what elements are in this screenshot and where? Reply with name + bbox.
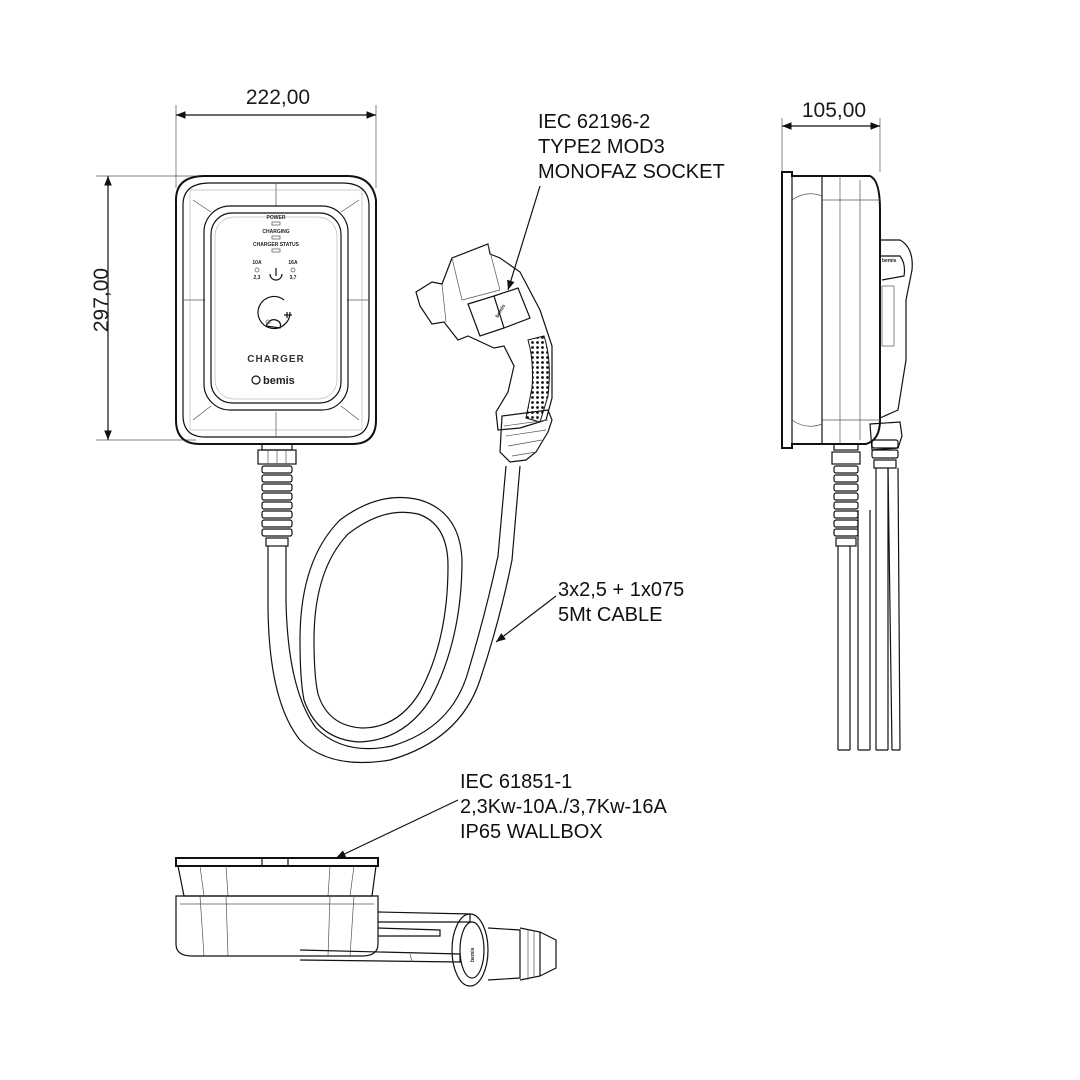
bottom-brand: bemis [470, 947, 476, 962]
charging-cable [267, 465, 521, 764]
height-dimension: 297,00 [90, 175, 196, 441]
plug-bottom: bemis [451, 913, 557, 987]
power-icon [269, 268, 283, 281]
socket-callout-line-3: MONOFAZ SOCKET [538, 161, 725, 183]
depth-dimension: 105,00 [781, 99, 881, 172]
wallbox-callout-line-2: 2,3Kw-10A./3,7Kw-16A [460, 796, 667, 818]
depth-dimension-label: 105,00 [802, 99, 866, 122]
width-dimension-label: 222,00 [246, 86, 310, 109]
socket-callout-line-1: IEC 62196-2 [538, 111, 650, 133]
status-label-charger-status: CHARGER STATUS [253, 242, 300, 248]
width-dimension: 222,00 [175, 86, 377, 188]
charger-logo-icon [257, 295, 292, 330]
front-view: POWER CHARGING CHARGER STATUS 10A 2,3 16… [175, 175, 553, 764]
left-switch-kw: 2,3 [254, 275, 261, 281]
type2-plug: bemis [415, 243, 553, 463]
side-view: bemis [781, 171, 913, 751]
socket-callout: IEC 62196-2 TYPE2 MOD3 MONOFAZ SOCKET [507, 111, 725, 291]
side-brand: bemis [882, 258, 897, 264]
socket-callout-line-2: TYPE2 MOD3 [538, 136, 665, 158]
brand-name: bemis [263, 375, 295, 387]
left-switch-amp: 10A [252, 260, 262, 266]
cable-callout-line-2: 5Mt CABLE [558, 604, 662, 626]
bottom-view: bemis [175, 857, 557, 987]
height-dimension-label: 297,00 [90, 268, 113, 332]
cable-callout-line-1: 3x2,5 + 1x075 [558, 579, 684, 601]
wallbox-callout-line-1: IEC 61851-1 [460, 771, 572, 793]
status-label-power: POWER [267, 215, 286, 221]
status-label-charging: CHARGING [262, 229, 289, 235]
brand-logo: bemis [251, 375, 295, 387]
right-switch-amp: 16A [288, 260, 298, 266]
right-switch-kw: 3,7 [290, 275, 297, 281]
product-label: CHARGER [247, 354, 305, 365]
wallbox-callout: IEC 61851-1 2,3Kw-10A./3,7Kw-16A IP65 WA… [335, 771, 667, 859]
wallbox-callout-line-3: IP65 WALLBOX [460, 821, 603, 843]
cable-gland [257, 443, 297, 547]
cable-callout: 3x2,5 + 1x075 5Mt CABLE [495, 579, 684, 643]
